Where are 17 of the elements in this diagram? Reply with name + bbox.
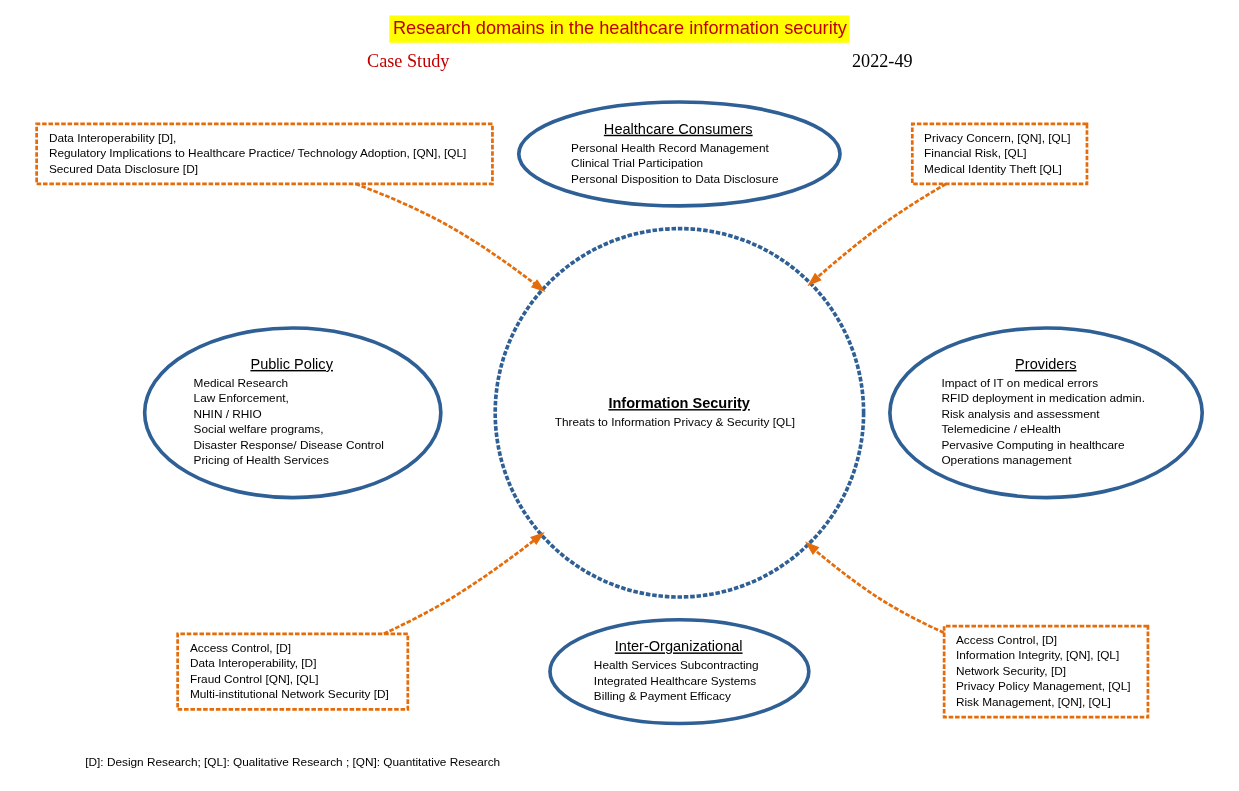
node-ellipse: Inter-Organizational Health Services Subcontracting Integrated Healthcare Systems Billing & Payment Efficacy [548, 617, 811, 726]
node-box: Access Control, [D] Information Integrity, [QN], [QL] Network Security, [D] Privacy Policy Management, [QL] Risk Management, [QN], [QL] [942, 624, 1150, 719]
label: [D]: Design Research; [QL]: Qualitative Research ; [QN]: Quantitative Research [85, 754, 501, 769]
arrow [807, 182, 947, 287]
arrow [383, 532, 545, 635]
label: 2022-49 [851, 51, 913, 72]
node-box: Access Control, [D] Data Interoperability, [D] Fraud Control [QN], [QL] Multi-institutional Network Security [D] [176, 632, 410, 711]
node-ellipse: Public Policy Medical Research Law Enforcement, NHIN / RHIO Social welfare programs, Disaster Response/ Disease Control Pricing of Health Services [142, 326, 443, 500]
node-ellipse: Healthcare Consumers Personal Health Record Management Clinical Trial Participation Personal Disposition to Data Disclosure [516, 100, 842, 208]
node-box: Data Interoperability [D], Regulatory Implications to Healthcare Practice/ Technology Adoption, [QN], [QL] Secured Data Disclosure [D] [35, 122, 494, 186]
arrow [355, 182, 546, 293]
arrow [804, 541, 945, 634]
node-ellipse: Providers Impact of IT on medical errors RFID deployment in medication admin. Risk analysis and assessment Telemedicine / eHealth Pervasive Computing in healthcare Operations management [888, 326, 1204, 500]
node-circle: Information Security Threats to Information Privacy & Security [QL] [493, 226, 866, 599]
label: Case Study [367, 51, 450, 72]
diagram-title: Research domains in the healthcare information security [392, 17, 847, 38]
node-box: Privacy Concern, [QN], [QL] Financial Risk, [QL] Medical Identity Theft [QL] [910, 122, 1089, 186]
